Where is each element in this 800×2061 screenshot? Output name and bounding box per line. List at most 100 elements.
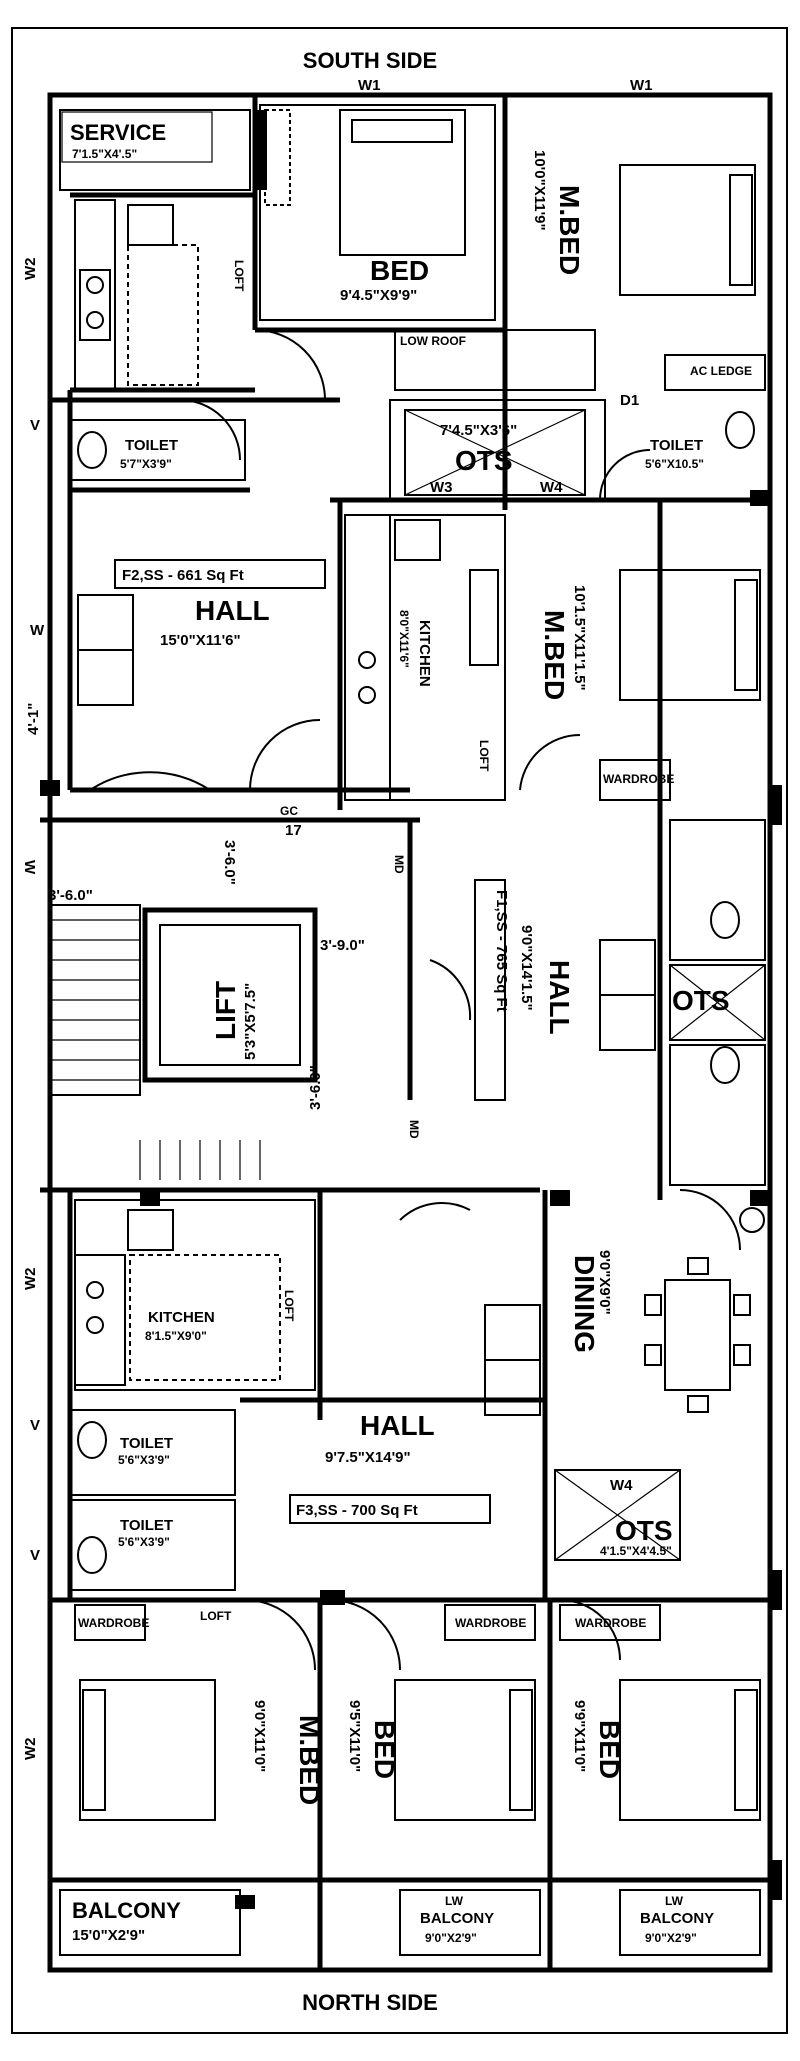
door-md-bottom: MD (407, 1120, 421, 1139)
gc-label: GC (280, 804, 298, 818)
balcony-2-name: BALCONY (420, 1910, 494, 1927)
mbed-bottom-dims: 9'0"X11'0" (251, 1700, 268, 1772)
window-label-w4-top: W4 (540, 479, 563, 496)
balcony-1-name: BALCONY (72, 1898, 181, 1923)
ots-top-dims: 7'4.5"X3'6" (440, 422, 517, 439)
dim-lift-bottom: 3'-6.0" (307, 1065, 324, 1110)
mbed-top-furniture (619, 164, 756, 296)
ots-bottom-dims: 4'1.5"X4'4.5" (600, 1544, 672, 1558)
toilet-top-left-room (69, 419, 246, 481)
bed-bottom-1-name: BED (369, 1720, 400, 1779)
stove-top-left (79, 269, 111, 341)
stair-treads (50, 919, 261, 1180)
service-dims: 7'1.5"X4'.5" (72, 147, 137, 161)
hall-mid-dims: 9'0"X14'1.5" (518, 925, 535, 1011)
ac-ledge-label: AC LEDGE (690, 364, 752, 378)
loft-label-kitchen-top: LOFT (477, 740, 491, 772)
south-side-label: SOUTH SIDE (303, 48, 437, 73)
hall-bottom-dims: 9'7.5"X14'9" (325, 1449, 411, 1466)
flat-f1-tag (474, 879, 506, 1101)
hall-top-dims: 15'0"X11'6" (160, 632, 241, 649)
lift-name: LIFT (210, 981, 241, 1040)
ots-top-room (404, 409, 586, 496)
ots-mid-room (669, 964, 766, 1041)
toilet-bottom-1-dims: 5'6"X3'9" (118, 1453, 170, 1467)
bed-bottom-2-furniture (619, 1679, 761, 1821)
window-label-w1-right: W1 (630, 77, 653, 94)
mbed-mid-dims: 10'1.5"X11'1.5" (571, 585, 588, 691)
toilet-mid-right-a (669, 819, 766, 961)
balcony-1-room (59, 1889, 241, 1956)
bed-bottom-1-dims: 9'5"X11'0" (346, 1700, 363, 1772)
wardrobe-bottom-3 (559, 1604, 661, 1641)
flat-f3-tag (289, 1494, 491, 1524)
window-label-w-top: W (30, 622, 45, 639)
kitchen-top-dims: 8'0"X11'6" (397, 610, 411, 668)
balcony-2-lw: LW (445, 1894, 464, 1908)
window-label-v-bottom-1: V (30, 1417, 40, 1434)
mbed-bottom-furniture (79, 1679, 216, 1821)
dim-lift-right: 3'-9.0" (320, 937, 365, 954)
mbed-bottom-name: M.BED (294, 1715, 325, 1805)
bed-top-name: BED (370, 255, 429, 286)
ots-mid-name: OTS (672, 985, 730, 1016)
ots-top-name: OTS (455, 445, 513, 476)
balcony-2-room (399, 1889, 541, 1956)
toilet-bottom-1-name: TOILET (120, 1435, 173, 1452)
mbed-top-name: M.BED (554, 185, 585, 275)
lift-shaft (142, 907, 318, 1083)
balcony-3-name: BALCONY (640, 1910, 714, 1927)
toilet-bottom-2-dims: 5'6"X3'9" (118, 1535, 170, 1549)
window-label-w5-top: W (21, 860, 38, 875)
bed-bottom-2-name: BED (594, 1720, 625, 1779)
balcony-3-lw: LW (665, 1894, 684, 1908)
ac-ledge-top (664, 354, 766, 391)
window-label-v-top: V (30, 417, 40, 434)
site-boundary (11, 27, 788, 2034)
wardrobe-bottom-1 (74, 1604, 146, 1641)
wardrobe-bottom-2-label: WARDROBE (455, 1616, 526, 1630)
mbed-mid-name: M.BED (539, 610, 570, 700)
window-label-w1-left: W1 (358, 77, 381, 94)
toilet-bottom-1-room (69, 1409, 236, 1496)
loft-label-bottom: LOFT (200, 1609, 232, 1623)
hall-bottom-name: HALL (360, 1410, 435, 1441)
wardrobe-mid-label: WARDROBE (603, 772, 674, 786)
bed-top-furniture (339, 109, 466, 256)
bed-top-dims: 9'4.5"X9'9" (340, 287, 417, 304)
ots-bottom-room (554, 1469, 681, 1561)
dining-name: DINING (569, 1255, 600, 1353)
window-label-w3-top: W3 (430, 479, 453, 496)
loft-label-kitchen-bottom: LOFT (282, 1290, 296, 1322)
hall-mid-name: HALL (544, 960, 575, 1035)
toilet-bottom-2-room (69, 1499, 236, 1591)
toilet-top-left-name: TOILET (125, 437, 178, 454)
ots-bottom-name: OTS (615, 1515, 673, 1546)
window-label-w4-bottom: W4 (610, 1477, 633, 1494)
service-name: SERVICE (70, 120, 166, 145)
bed-bottom-1-furniture (394, 1679, 536, 1821)
window-label-w2-bottom: W2 (22, 1738, 39, 1761)
lift-dims: 5'3"X5'7.5" (242, 983, 259, 1060)
mbed-mid-furniture (619, 569, 761, 701)
window-label-v-bottom-2: V (30, 1547, 40, 1564)
balcony-3-room (619, 1889, 761, 1956)
window-label-w2-top: W2 (22, 258, 39, 281)
dim-stair-left: 3'-6.0" (48, 887, 93, 904)
sink-top-left (127, 204, 174, 246)
wardrobe-bottom-1-label: WARDROBE (78, 1616, 149, 1630)
toilet-top-left-dims: 5'7"X3'9" (120, 457, 172, 471)
dim-side-4-1: 4'-1" (25, 703, 42, 735)
mbed-top-dims: 10'0"X11'9" (531, 150, 548, 231)
kitchen-top-name: KITCHEN (416, 620, 433, 687)
service-room (61, 111, 213, 163)
door-md-top: MD (392, 855, 406, 874)
kitchen-bottom-name: KITCHEN (148, 1309, 215, 1326)
low-roof-label: LOW ROOF (400, 334, 466, 348)
wardrobe-bottom-3-label: WARDROBE (575, 1616, 646, 1630)
toilet-top-right-dims: 5'6"X10.5" (645, 457, 704, 471)
balcony-3-dims: 9'0"X2'9" (645, 1931, 697, 1945)
window-label-w2-mid: W2 (22, 1268, 39, 1291)
door-d1-label: D1 (620, 392, 639, 409)
